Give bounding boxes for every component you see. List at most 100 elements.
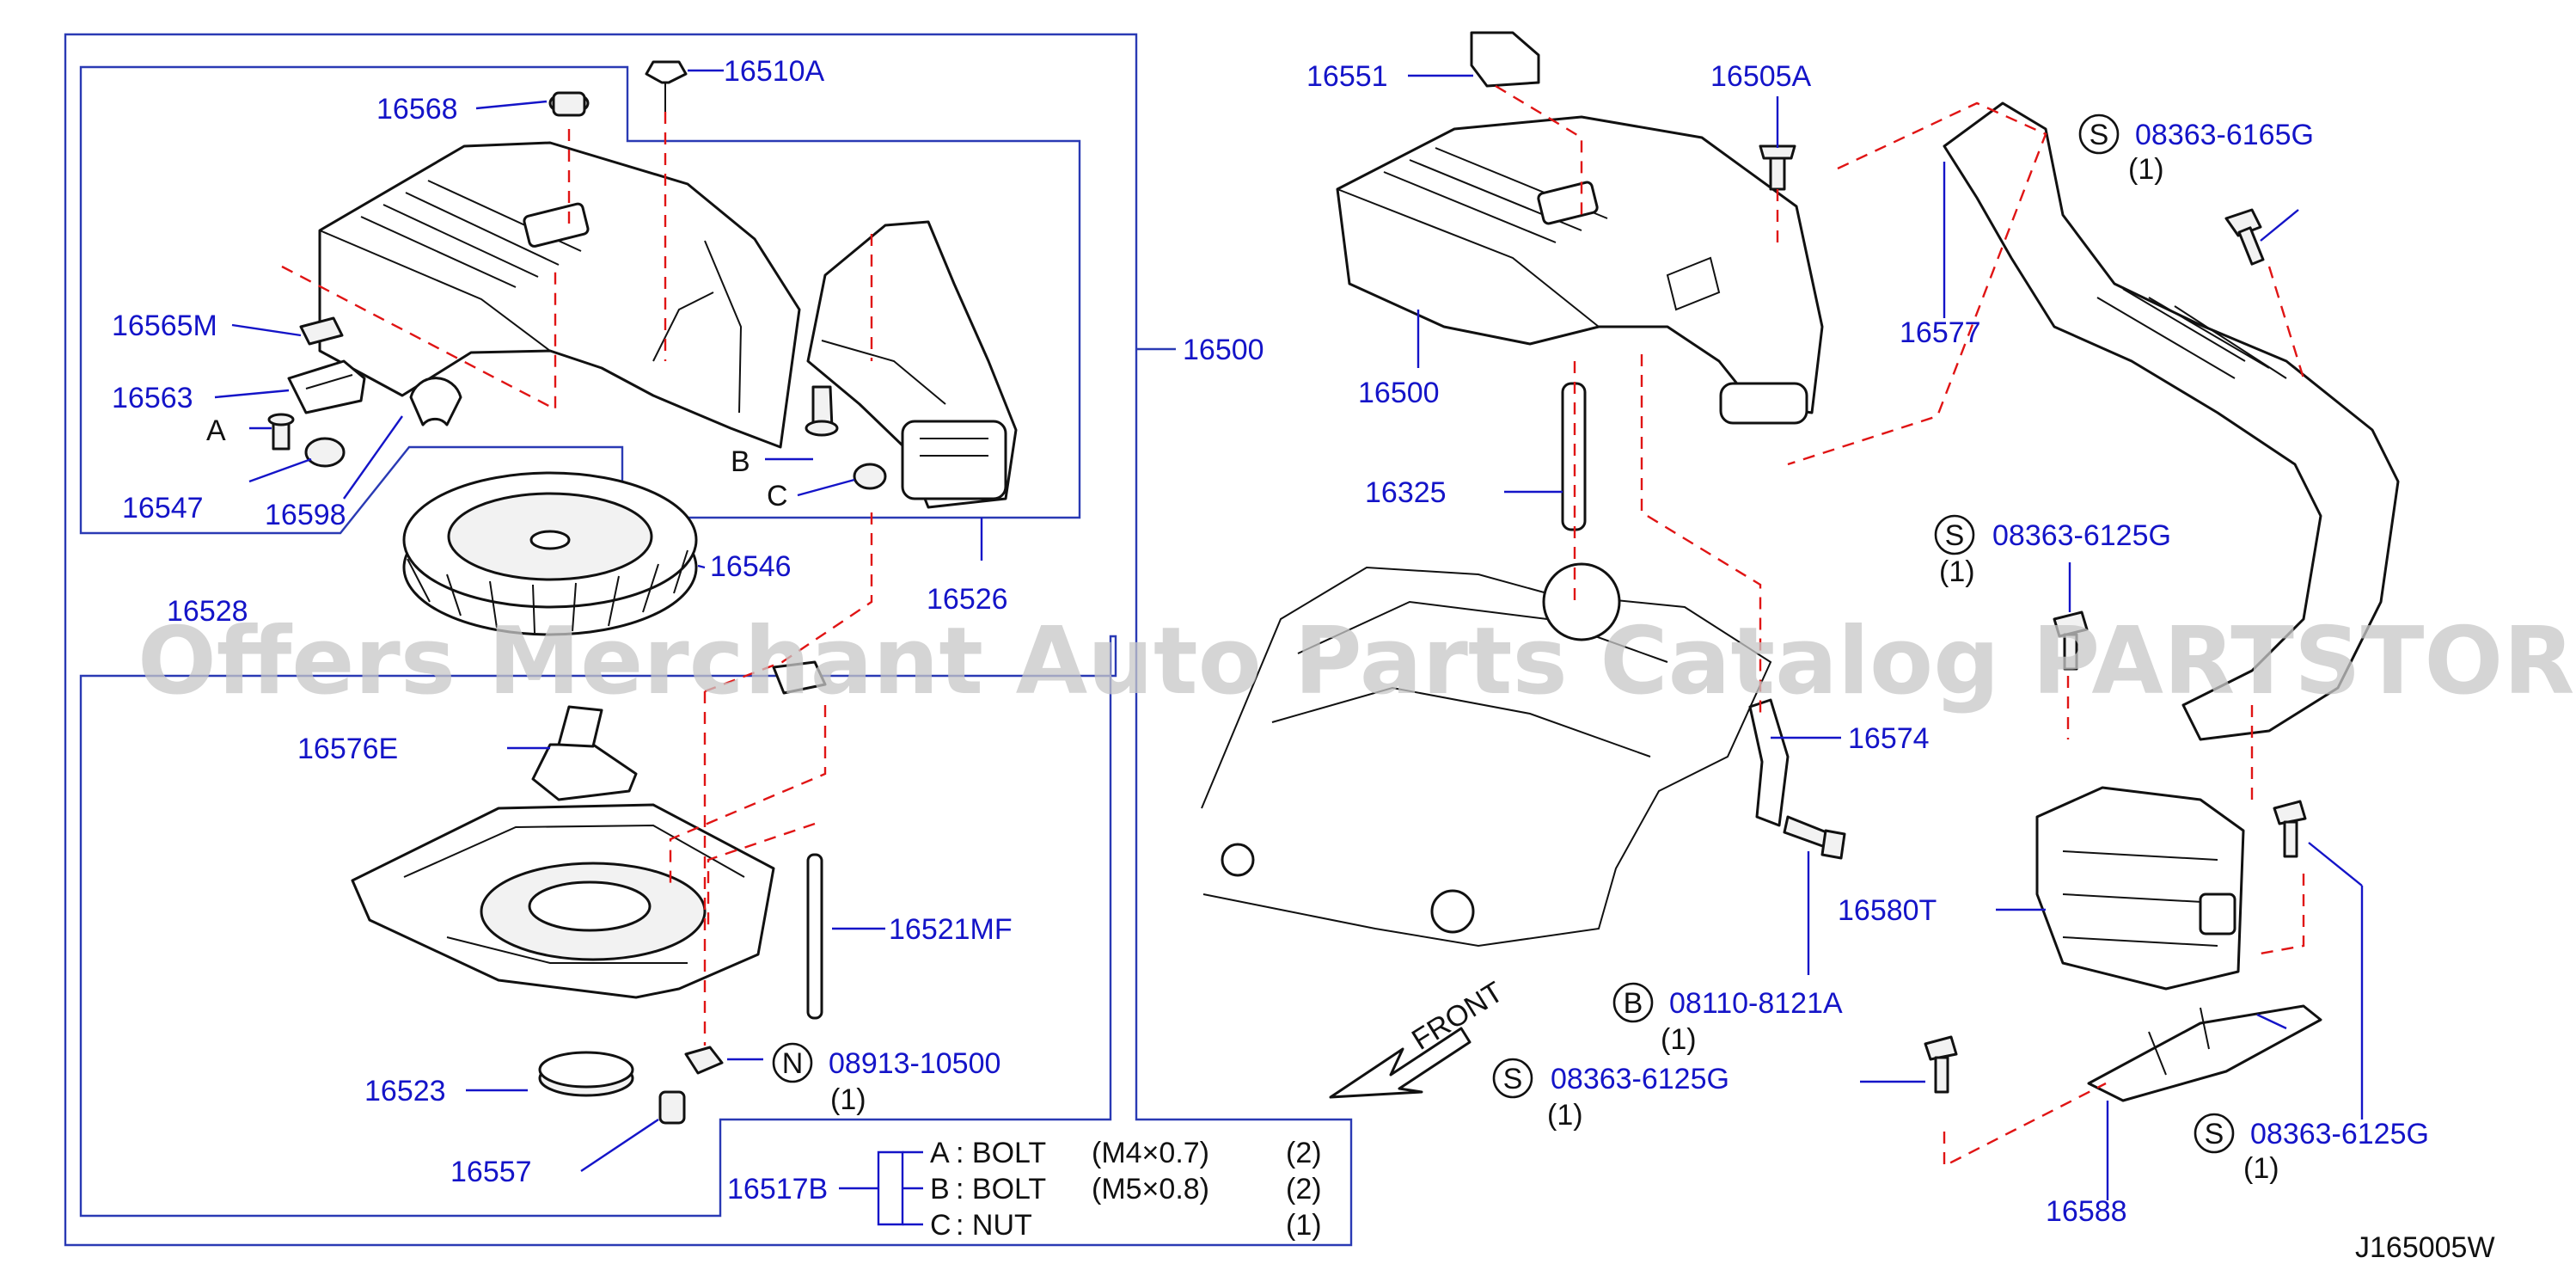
- std-part-number: 08110-8121A: [1669, 987, 1843, 1020]
- air-cleaner-cover-16526: [318, 141, 801, 449]
- label-16598: 16598: [265, 499, 346, 531]
- engine-outline: [1201, 562, 1772, 948]
- label-16523: 16523: [364, 1075, 446, 1107]
- diagram-code: J165005W: [2355, 1231, 2495, 1264]
- svg-text:B: B: [1624, 987, 1643, 1020]
- resonator-16580T: [2035, 786, 2245, 991]
- clip-16551: [1470, 31, 1540, 88]
- std-part-08363-6125G-a: S 08363-6125G (1): [1934, 514, 2171, 588]
- clip-16510A: [645, 60, 688, 113]
- svg-text:S: S: [1503, 1063, 1523, 1095]
- label-16574: 16574: [1848, 722, 1930, 755]
- std-part-qty: (1): [1939, 555, 1975, 588]
- bracket-16588: [2087, 1004, 2322, 1102]
- label-16528: 16528: [167, 595, 248, 628]
- label-16563: 16563: [112, 382, 193, 414]
- label-16551: 16551: [1306, 60, 1388, 93]
- grommet-16568: [548, 91, 590, 117]
- std-part-number: 08363-6165G: [2135, 119, 2314, 151]
- bolt-08363-6125G-2: [1924, 1035, 1958, 1094]
- std-part-08110-8121A: B 08110-8121A (1): [1612, 982, 1843, 1056]
- label-leader-lines: [214, 69, 2364, 1226]
- label-16568: 16568: [376, 93, 458, 126]
- std-part-number: 08363-6125G: [1551, 1063, 1729, 1095]
- bracket-16574: [1748, 698, 1790, 827]
- seal-16523: [538, 1051, 634, 1097]
- std-part-number: 08363-6125G: [1992, 519, 2171, 552]
- std-part-qty: (1): [1661, 1023, 1697, 1056]
- std-part-08363-6125G-c: S 08363-6125G (1): [2194, 1113, 2429, 1185]
- svg-text:(M5×0.8): (M5×0.8): [1092, 1173, 1209, 1205]
- label-16505A: 16505A: [1710, 60, 1812, 93]
- kit-legend: A : BOLT (M4×0.7) (2) B : BOLT (M5×0.8) …: [930, 1137, 1322, 1242]
- std-part-number: 08913-10500: [829, 1047, 1000, 1080]
- std-part-qty: (1): [2128, 153, 2164, 186]
- air-filter-16546: [402, 471, 698, 636]
- bolt-a: [267, 413, 295, 451]
- bolt-08110-8121A: [1783, 815, 1846, 860]
- svg-text:: BOLT: : BOLT: [956, 1173, 1046, 1205]
- bolt-08363-6165G: [2224, 208, 2265, 266]
- callout-c: C: [767, 480, 788, 512]
- label-16588: 16588: [2046, 1195, 2127, 1228]
- callout-b: B: [731, 445, 750, 478]
- air-cleaner-case-16528: [351, 803, 775, 999]
- std-part-qty: (1): [1547, 1099, 1583, 1132]
- tube-16521MF: [806, 853, 823, 1020]
- label-16521MF: 16521MF: [889, 913, 1013, 946]
- svg-text:S: S: [1945, 519, 1965, 552]
- watermark: Offers Merchant Auto Parts Catalog PARTS…: [138, 608, 2576, 715]
- std-part-number: 08363-6125G: [2250, 1118, 2429, 1150]
- air-duct-16577: [1943, 101, 2400, 741]
- svg-text:(2): (2): [1286, 1173, 1322, 1205]
- std-part-08363-6125G-b: S 08363-6125G (1): [1492, 1058, 1729, 1132]
- clip-16528: [772, 660, 827, 695]
- bracket-16563: [287, 359, 366, 414]
- kit-legend-row-c: C : NUT (1): [930, 1209, 1322, 1242]
- svg-text:A: A: [930, 1137, 950, 1169]
- part-number-labels: 16510A 16568 16565M 16563 16547 16598 16…: [112, 55, 2127, 1228]
- label-16500-right: 16500: [1358, 377, 1440, 409]
- svg-text:C: C: [930, 1209, 951, 1242]
- grommet-16547: [304, 437, 346, 468]
- label-16547: 16547: [122, 492, 204, 525]
- label-16577: 16577: [1900, 316, 1981, 349]
- label-16557: 16557: [450, 1156, 532, 1188]
- label-16517B: 16517B: [727, 1173, 828, 1205]
- part-16557: [658, 1090, 686, 1125]
- bolt-b: [805, 385, 839, 437]
- assembly-dash-lines: [281, 84, 2305, 1168]
- bolt-08363-6125G-1: [2053, 610, 2089, 671]
- part-16576E: [531, 705, 638, 801]
- svg-text:(1): (1): [1286, 1209, 1322, 1242]
- svg-text:S: S: [2090, 119, 2109, 151]
- label-16500-left: 16500: [1183, 334, 1264, 366]
- label-16565M: 16565M: [112, 310, 217, 342]
- svg-text:: BOLT: : BOLT: [956, 1137, 1046, 1169]
- nut-n: [684, 1046, 724, 1075]
- svg-text:N: N: [782, 1047, 804, 1080]
- std-part-qty: (1): [2243, 1152, 2279, 1185]
- kit-legend-row-b: B : BOLT (M5×0.8) (2): [930, 1173, 1322, 1205]
- label-16510A: 16510A: [724, 55, 825, 88]
- label-16576E: 16576E: [297, 733, 398, 765]
- nut-c: [853, 463, 887, 490]
- svg-text:(M4×0.7): (M4×0.7): [1092, 1137, 1209, 1169]
- std-part-qty: (1): [830, 1083, 866, 1116]
- svg-text:B: B: [930, 1173, 950, 1205]
- air-duct-16526: [806, 220, 1018, 509]
- clamp-16598: [409, 377, 462, 426]
- front-arrow: FRONT: [1329, 976, 1509, 1099]
- callout-a: A: [206, 414, 226, 447]
- label-16546: 16546: [710, 550, 792, 583]
- label-16526: 16526: [927, 583, 1008, 616]
- label-16580T: 16580T: [1838, 894, 1937, 927]
- bolt-08363-6125G-3: [2273, 800, 2307, 858]
- label-16325: 16325: [1365, 476, 1447, 509]
- callout-letters: A B C: [206, 414, 788, 512]
- svg-text:(2): (2): [1286, 1137, 1322, 1169]
- std-part-08913-10500: N 08913-10500 (1): [772, 1042, 1000, 1116]
- svg-text:S: S: [2205, 1118, 2224, 1150]
- svg-text:: NUT: : NUT: [956, 1209, 1032, 1242]
